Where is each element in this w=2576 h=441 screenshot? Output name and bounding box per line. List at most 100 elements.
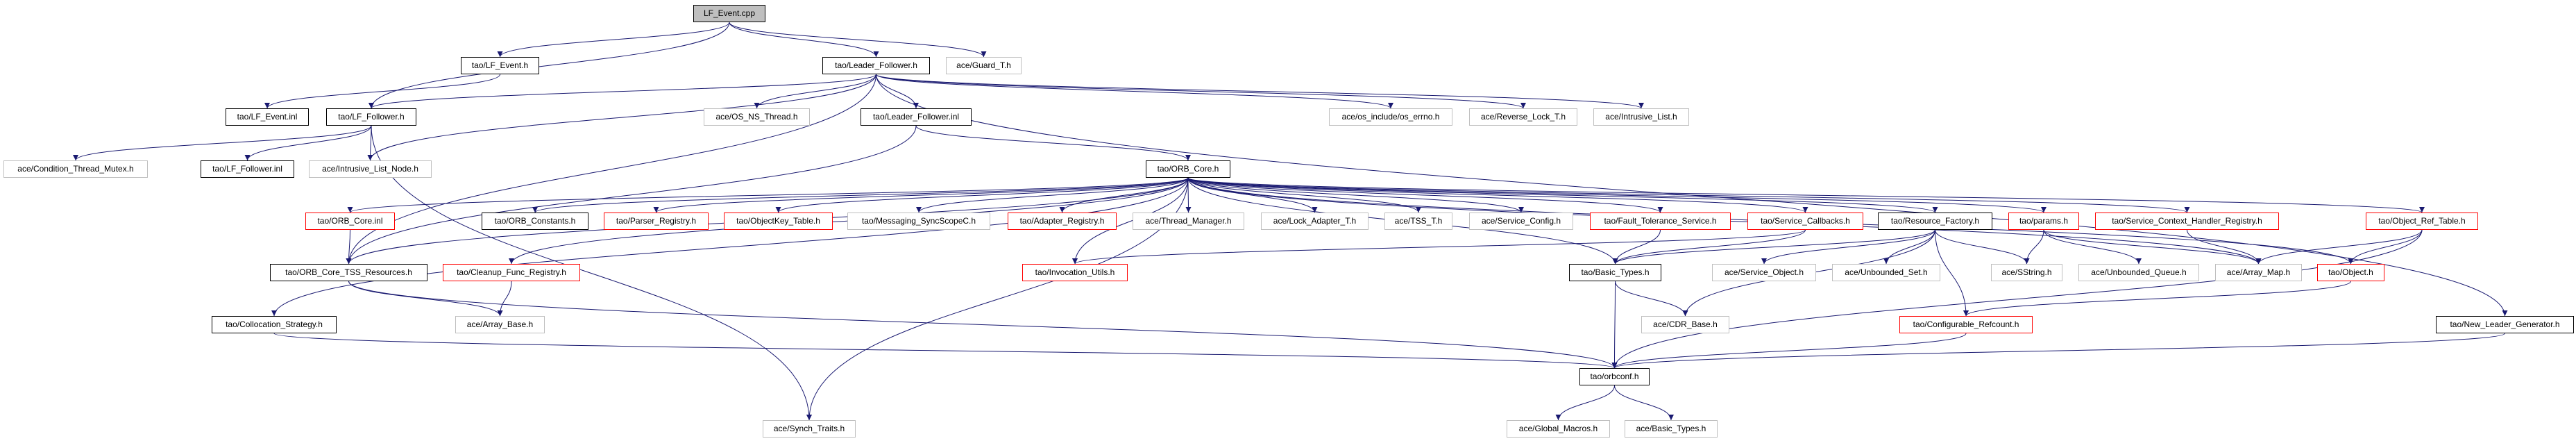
include-edge	[754, 74, 876, 109]
include-edge	[729, 22, 987, 58]
node-lf-event-cpp[interactable]: LF_Event.cpp	[693, 5, 765, 22]
node-ace-sstring-h[interactable]: ace/SString.h	[1991, 264, 2062, 281]
node-ace-tss-t-h[interactable]: ace/TSS_T.h	[1384, 213, 1452, 230]
node-tao-messaging-syncscopec-h[interactable]: tao/Messaging_SyncScopeC.h	[847, 213, 990, 230]
include-edge	[876, 74, 1526, 109]
node-tao-adapter-registry-h[interactable]: tao/Adapter_Registry.h	[1008, 213, 1117, 230]
include-edge	[2043, 229, 2142, 265]
include-edge	[1761, 229, 1935, 265]
include-edge	[915, 125, 1191, 161]
include-edge	[532, 177, 1189, 213]
include-edge	[1187, 177, 1938, 213]
include-edge	[371, 125, 812, 421]
include-edge	[346, 229, 352, 265]
node-tao-resource-factory-h[interactable]: tao/Resource_Factory.h	[1878, 213, 1992, 230]
include-edge	[876, 74, 1393, 109]
node-tao-orb-core-inl[interactable]: tao/ORB_Core.inl	[305, 213, 395, 230]
include-edge	[367, 74, 876, 161]
include-edge	[1187, 177, 1663, 213]
node-tao-objectkey-table-h[interactable]: tao/ObjectKey_Table.h	[724, 213, 833, 230]
include-edge	[2024, 229, 2044, 265]
node-ace-basic-types-h[interactable]: ace/Basic_Types.h	[1625, 420, 1718, 438]
include-edge	[2187, 229, 2262, 265]
node-tao-leader-follower-inl[interactable]: tao/Leader_Follower.inl	[861, 108, 972, 126]
node-ace-service-config-h[interactable]: ace/Service_Config.h	[1469, 213, 1573, 230]
include-edge	[1614, 385, 1674, 421]
node-tao-service-context-handler-registry-h[interactable]: tao/Service_Context_Handler_Registry.h	[2095, 213, 2279, 230]
node-ace-synch-traits-h[interactable]: ace/Synch_Traits.h	[763, 420, 856, 438]
include-edge	[1187, 177, 1808, 213]
node-tao-object-ref-table-h[interactable]: tao/Object_Ref_Table.h	[2366, 213, 2478, 230]
node-tao-lf-event-h[interactable]: tao/LF_Event.h	[461, 57, 539, 74]
include-edge	[1187, 177, 2047, 213]
node-ace-unbounded-queue-h[interactable]: ace/Unbounded_Queue.h	[2078, 264, 2199, 281]
node-tao-service-callbacks-h[interactable]: tao/Service_Callbacks.h	[1747, 213, 1863, 230]
include-edge	[729, 22, 879, 58]
include-edge	[346, 125, 917, 265]
node-ace-os-include-os-errno-h[interactable]: ace/os_include/os_errno.h	[1329, 108, 1452, 126]
node-ace-intrusive-list-h[interactable]: ace/Intrusive_List.h	[1593, 108, 1689, 126]
include-edge	[1187, 177, 1524, 213]
include-edge	[2043, 229, 2262, 265]
include-edge	[1187, 177, 2425, 213]
include-edge	[1555, 385, 1615, 421]
node-tao-lf-follower-inl[interactable]: tao/LF_Follower.inl	[201, 160, 294, 178]
include-edge	[1072, 229, 1806, 265]
node-ace-os-ns-thread-h[interactable]: ace/OS_NS_Thread.h	[704, 108, 810, 126]
include-edge	[1187, 177, 2190, 213]
include-edge	[1612, 229, 1806, 265]
include-edge	[775, 177, 1189, 213]
node-ace-lock-adapter-t-h[interactable]: ace/Lock_Adapter_T.h	[1261, 213, 1368, 230]
node-tao-orbconf-h[interactable]: tao/orbconf.h	[1579, 368, 1650, 385]
include-edge	[1883, 229, 1935, 265]
node-ace-guard-t-h[interactable]: ace/Guard_T.h	[946, 57, 1022, 74]
include-edge	[73, 125, 372, 161]
node-tao-configurable-refcount-h[interactable]: tao/Configurable_Refcount.h	[1899, 316, 2033, 333]
node-tao-params-h[interactable]: tao/params.h	[2008, 213, 2079, 230]
include-edge	[1611, 333, 2505, 369]
node-tao-leader-follower-h[interactable]: tao/Leader_Follower.h	[822, 57, 930, 74]
node-ace-cdr-base-h[interactable]: ace/CDR_Base.h	[1641, 316, 1729, 333]
node-tao-basic-types-h[interactable]: tao/Basic_Types.h	[1569, 264, 1661, 281]
include-edge	[916, 177, 1189, 213]
node-tao-orb-core-h[interactable]: tao/ORB_Core.h	[1146, 160, 1230, 178]
include-edge	[2348, 229, 2423, 265]
node-tao-new-leader-generator-h[interactable]: tao/New_Leader_Generator.h	[2436, 316, 2574, 333]
include-edge	[1072, 177, 1189, 265]
node-ace-reverse-lock-t-h[interactable]: ace/Reverse_Lock_T.h	[1469, 108, 1577, 126]
include-edge	[368, 22, 730, 109]
include-edge	[264, 74, 500, 109]
node-ace-condition-thread-mutex-h[interactable]: ace/Condition_Thread_Mutex.h	[3, 160, 148, 178]
include-edge	[1611, 333, 1967, 369]
node-tao-orb-constants-h[interactable]: tao/ORB_Constants.h	[482, 213, 588, 230]
node-tao-parser-registry-h[interactable]: tao/Parser_Registry.h	[604, 213, 709, 230]
node-ace-thread-manager-h[interactable]: ace/Thread_Manager.h	[1133, 213, 1244, 230]
include-edge	[1187, 177, 1318, 213]
include-edge	[1963, 281, 2351, 317]
node-tao-collocation-strategy-h[interactable]: tao/Collocation_Strategy.h	[212, 316, 337, 333]
include-edge	[348, 281, 1618, 369]
include-edge	[1612, 229, 1935, 265]
include-edge	[1059, 177, 1189, 213]
node-ace-array-map-h[interactable]: ace/Array_Map.h	[2215, 264, 2302, 281]
node-tao-fault-tolerance-service-h[interactable]: tao/Fault_Tolerance_Service.h	[1590, 213, 1731, 230]
node-ace-unbounded-set-h[interactable]: ace/Unbounded_Set.h	[1832, 264, 1940, 281]
node-ace-global-macros-h[interactable]: ace/Global_Macros.h	[1507, 420, 1610, 438]
include-edge	[1611, 229, 2423, 369]
node-tao-lf-follower-h[interactable]: tao/LF_Follower.h	[326, 108, 416, 126]
include-edge	[273, 333, 1617, 369]
node-tao-object-h[interactable]: tao/Object.h	[2317, 264, 2384, 281]
node-tao-cleanup-func-registry-h[interactable]: tao/Cleanup_Func_Registry.h	[443, 264, 580, 281]
node-ace-service-object-h[interactable]: ace/Service_Object.h	[1712, 264, 1816, 281]
include-edge	[1935, 229, 1969, 317]
node-ace-array-base-h[interactable]: ace/Array_Base.h	[455, 316, 545, 333]
node-ace-intrusive-list-node-h[interactable]: ace/Intrusive_List_Node.h	[309, 160, 432, 178]
node-tao-lf-event-inl[interactable]: tao/LF_Event.inl	[226, 108, 309, 126]
include-edge	[497, 281, 512, 317]
include-edge	[347, 177, 1189, 213]
include-edge	[244, 125, 372, 161]
node-tao-orb-core-tss-resources-h[interactable]: tao/ORB_Core_TSS_Resources.h	[270, 264, 427, 281]
node-tao-invocation-utils-h[interactable]: tao/Invocation_Utils.h	[1022, 264, 1128, 281]
include-edge	[2255, 229, 2423, 265]
include-edge	[348, 281, 503, 317]
